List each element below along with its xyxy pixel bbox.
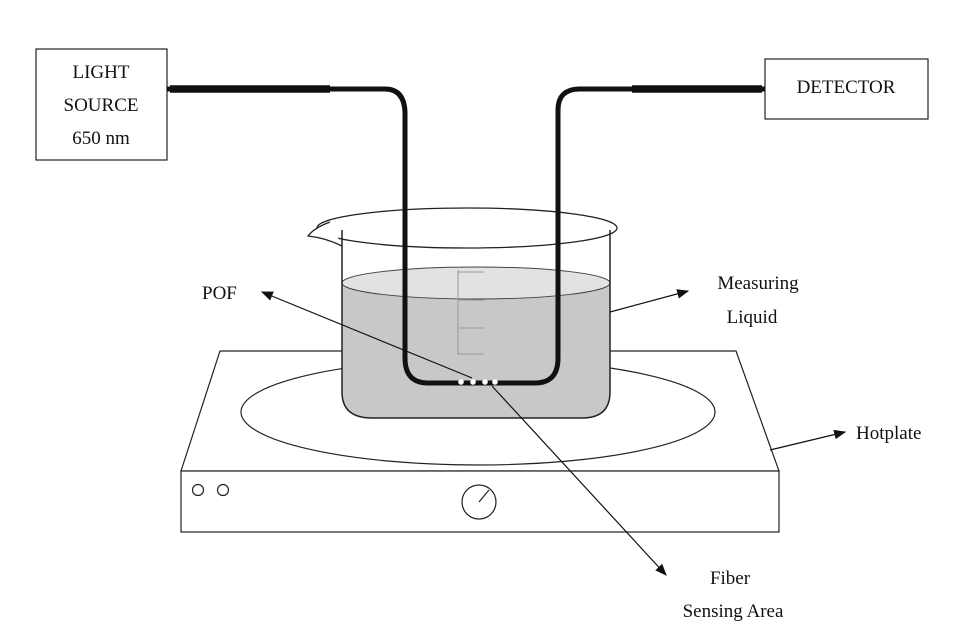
measuring-liquid-arrow: [609, 289, 690, 313]
fiber-sensing-area: [458, 379, 498, 385]
light-source-label-line3: 650 nm: [72, 128, 130, 149]
measuring-liquid-label-line2: Liquid: [727, 307, 778, 328]
pof-label: POF: [202, 283, 237, 304]
measuring-liquid: [342, 283, 610, 418]
measuring-liquid-label-line1: Measuring: [717, 273, 799, 294]
detector-label: DETECTOR: [797, 77, 896, 98]
light-source-label-line1: LIGHT: [73, 62, 130, 83]
sensing-area-arrow: [491, 385, 667, 576]
fiber-sensing-label-line1: Fiber: [710, 568, 751, 589]
indicator-light-1: [191, 483, 205, 497]
fiber-sensing-label-line2: Sensing Area: [683, 601, 784, 622]
hotplate-knob: [461, 484, 497, 520]
hotplate-arrow: [769, 429, 847, 451]
light-source-box: LIGHT SOURCE 650 nm: [35, 48, 168, 161]
pof-arrow: [260, 291, 473, 379]
beaker: [306, 207, 618, 419]
hotplate-label: Hotplate: [856, 423, 921, 444]
indicator-light-2: [216, 483, 230, 497]
light-source-label-line2: SOURCE: [64, 95, 139, 116]
plastic-optical-fiber: [167, 85, 765, 386]
detector-box: DETECTOR: [764, 58, 929, 120]
